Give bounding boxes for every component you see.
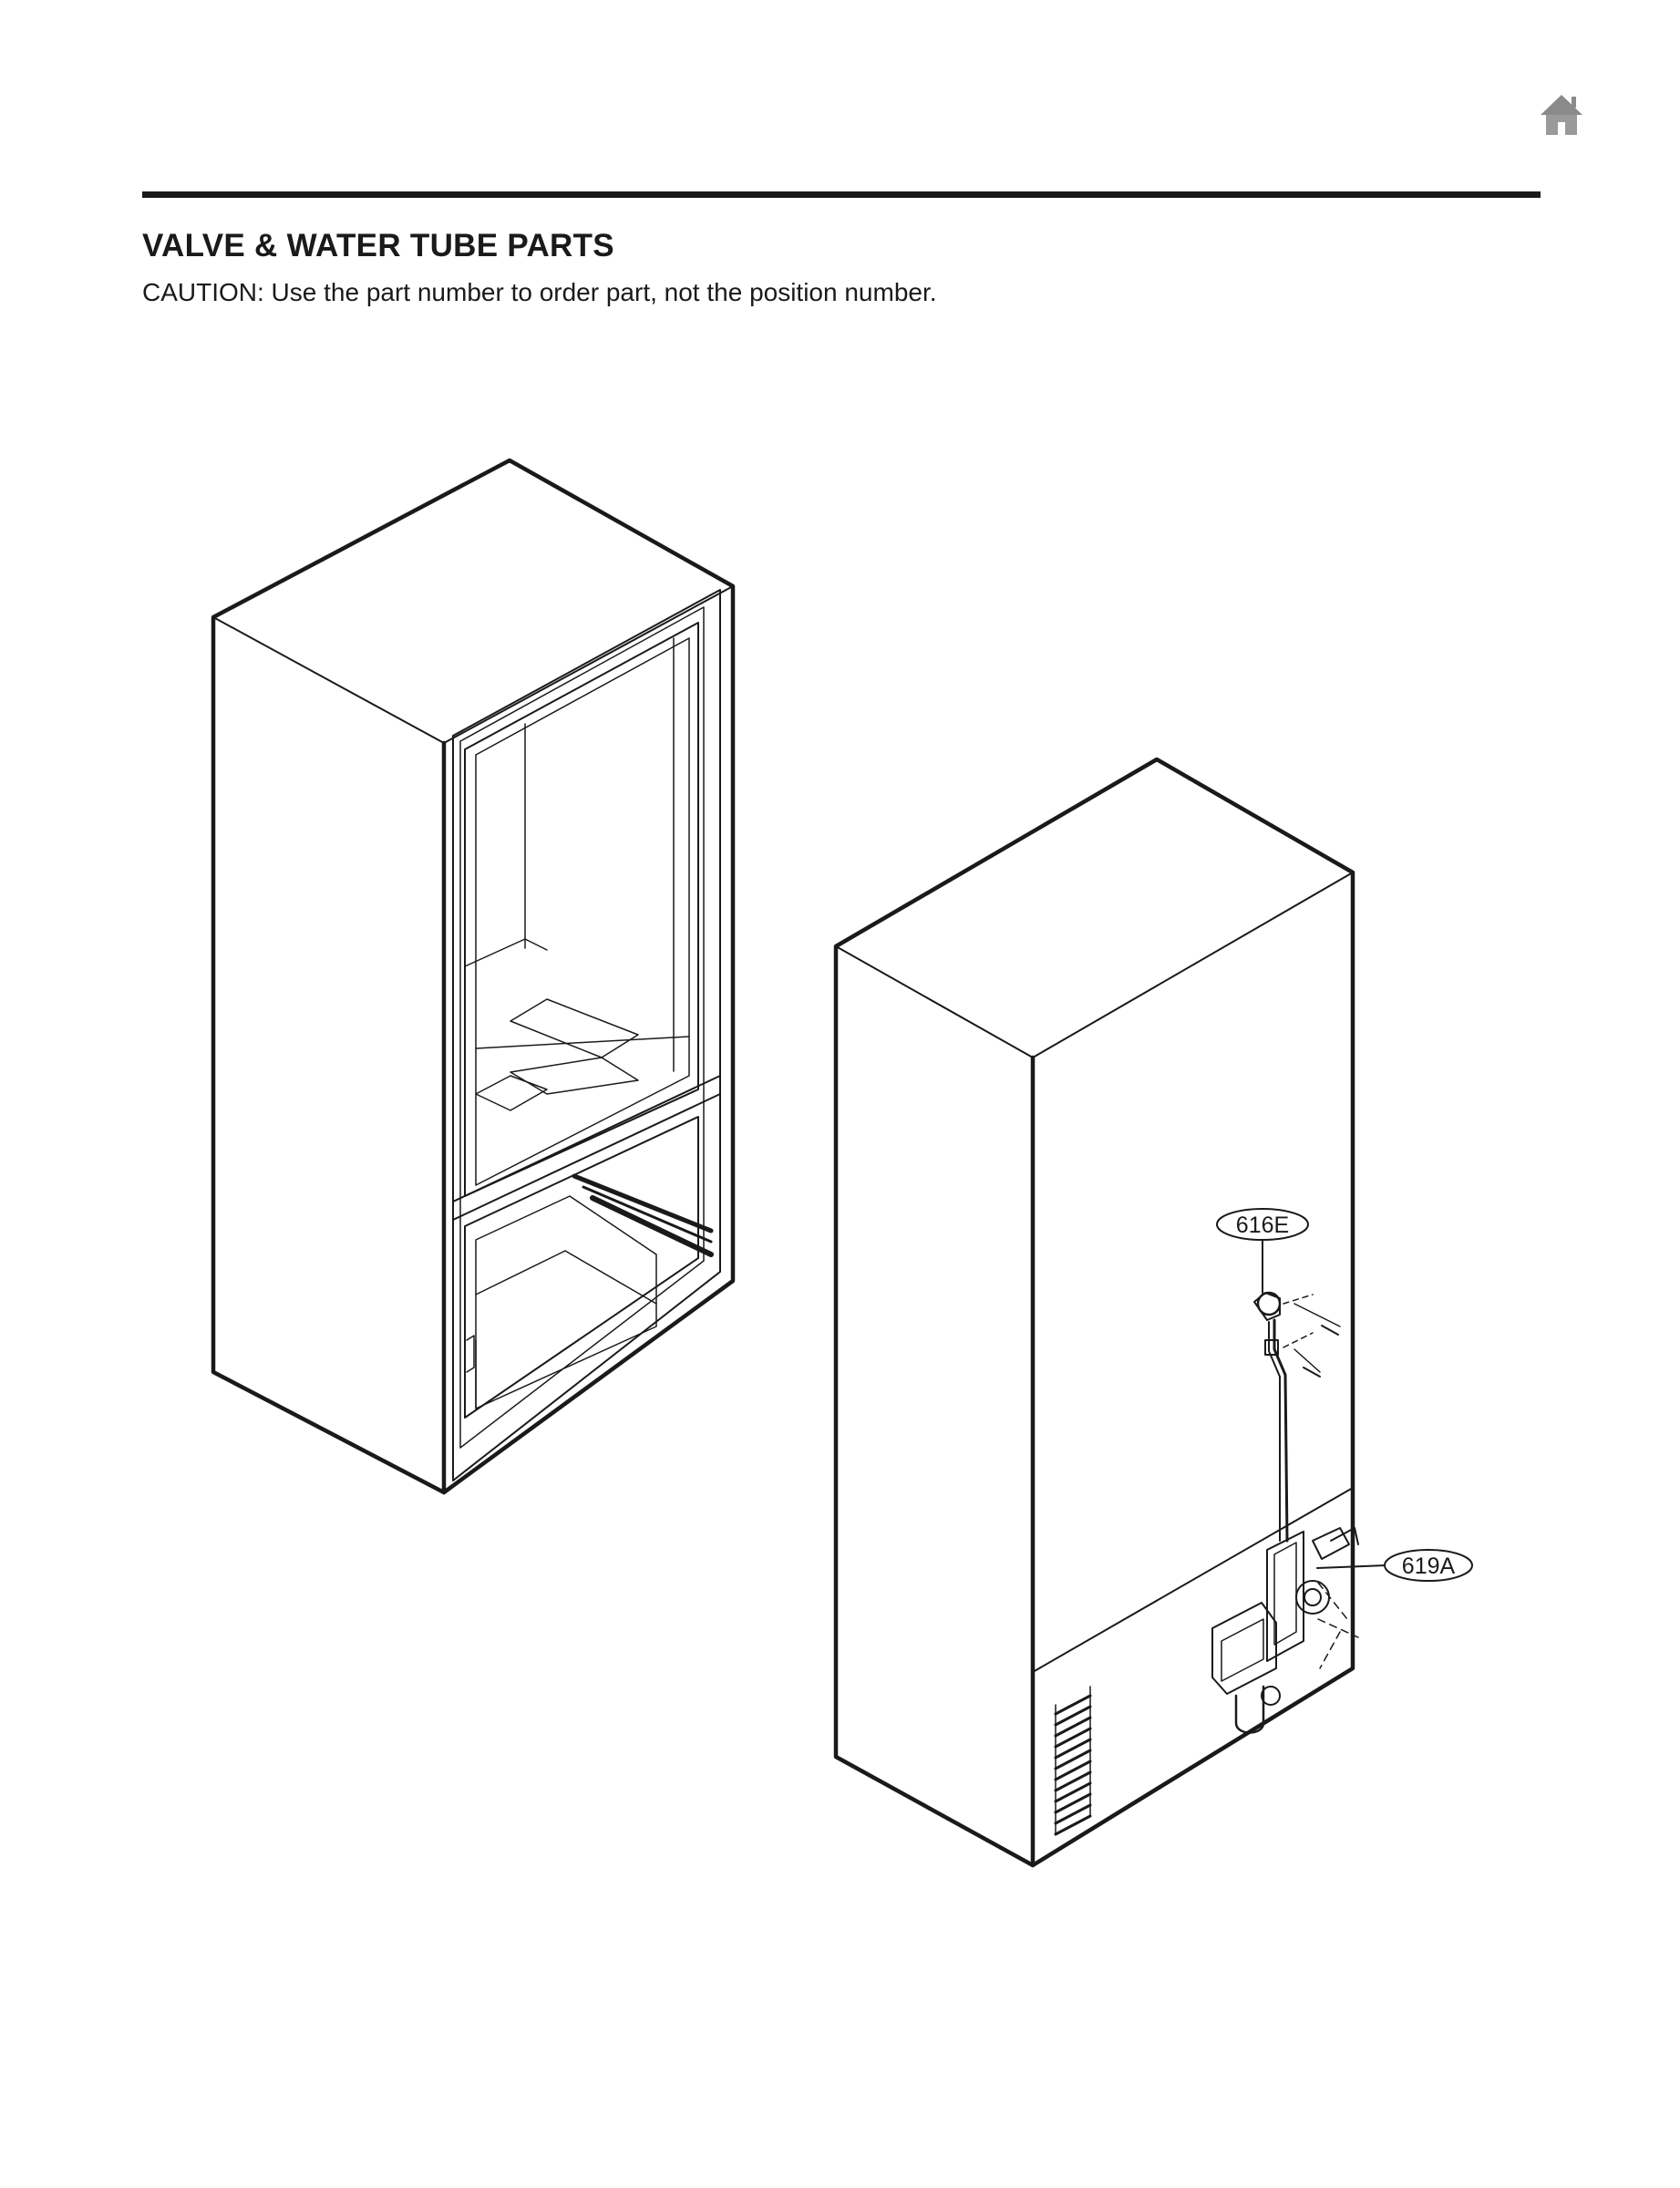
cabinet-front-view — [211, 458, 736, 1495]
caution-text: CAUTION: Use the part number to order pa… — [142, 278, 937, 306]
leader-619A — [1316, 1564, 1387, 1569]
home-icon — [1541, 95, 1582, 135]
water-tube-assembly — [1253, 1291, 1341, 1543]
water-valve-assembly — [1211, 1527, 1359, 1734]
callout-619A: 619A — [1384, 1549, 1473, 1582]
header-rule — [142, 191, 1541, 198]
callout-616E-label: 616E — [1236, 1213, 1289, 1238]
vent-grille — [1054, 1686, 1092, 1836]
page-title: VALVE & WATER TUBE PARTS — [142, 228, 614, 263]
cabinet-rear-view — [833, 757, 1359, 1868]
callout-616E: 616E — [1216, 1208, 1309, 1241]
callout-619A-label: 619A — [1402, 1553, 1456, 1579]
home-button[interactable] — [1539, 91, 1584, 139]
